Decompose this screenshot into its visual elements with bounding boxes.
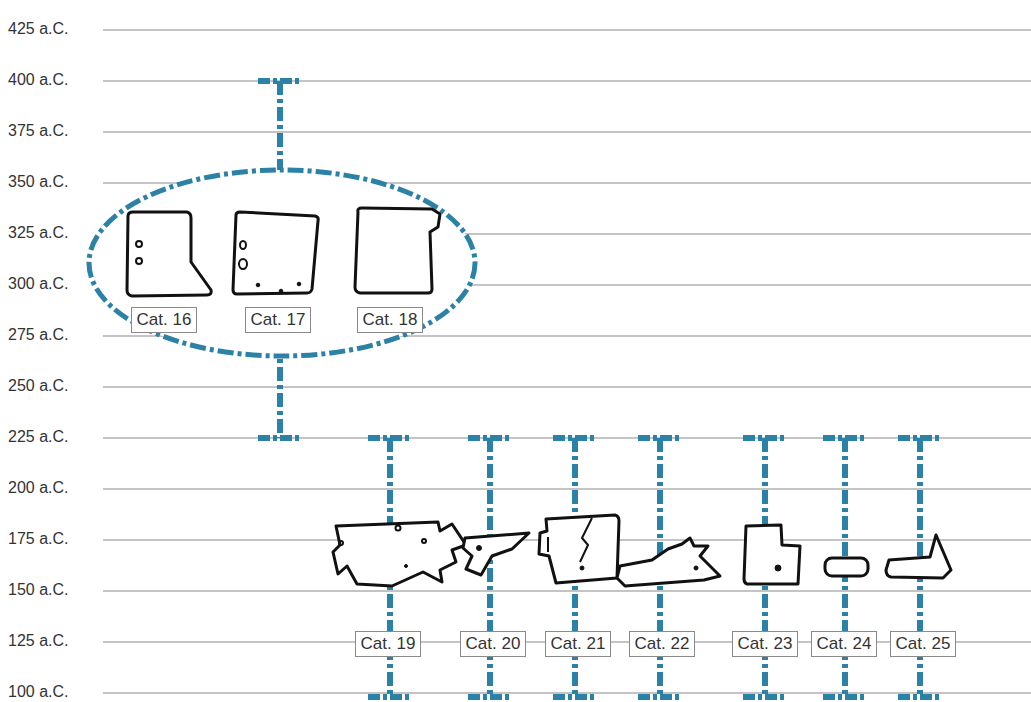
range-bar-cap bbox=[823, 435, 867, 441]
range-bar bbox=[823, 438, 867, 697]
catalog-number: Cat. 21 bbox=[551, 634, 606, 653]
axis-label: 300 a.C. bbox=[8, 276, 68, 292]
catalog-number: Cat. 23 bbox=[738, 634, 793, 653]
axis-label: 200 a.C. bbox=[8, 480, 68, 496]
catalog-number: Cat. 16 bbox=[137, 310, 192, 329]
range-bar-cap bbox=[638, 694, 682, 700]
axis-label: 150 a.C. bbox=[8, 582, 68, 598]
range-bar-stem bbox=[487, 438, 493, 697]
grid-lines bbox=[103, 30, 1031, 693]
catalog-label: Cat. 24 bbox=[811, 631, 878, 657]
catalog-number: Cat. 18 bbox=[363, 310, 418, 329]
range-bar-cap bbox=[468, 694, 512, 700]
catalog-number: Cat. 19 bbox=[361, 634, 416, 653]
grid-line bbox=[103, 80, 1031, 81]
range-bar-cap bbox=[898, 435, 942, 441]
axis-label: 225 a.C. bbox=[8, 429, 68, 445]
grid-line bbox=[103, 386, 1031, 387]
grid-line bbox=[103, 131, 1031, 132]
catalog-label: Cat. 22 bbox=[629, 631, 696, 657]
axis-label: 125 a.C. bbox=[8, 633, 68, 649]
range-bar-cap bbox=[743, 435, 787, 441]
catalog-number: Cat. 20 bbox=[466, 634, 521, 653]
grid-line bbox=[103, 590, 1031, 591]
catalog-label: Cat. 18 bbox=[357, 307, 424, 333]
axis-label: 250 a.C. bbox=[8, 378, 68, 394]
range-bars bbox=[368, 438, 942, 697]
catalog-number: Cat. 24 bbox=[817, 634, 872, 653]
catalog-label: Cat. 21 bbox=[545, 631, 612, 657]
catalog-label: Cat. 19 bbox=[355, 631, 422, 657]
grid-line bbox=[103, 692, 1031, 693]
catalog-label: Cat. 17 bbox=[245, 307, 312, 333]
grid-line bbox=[103, 29, 1031, 30]
axis-label: 350 a.C. bbox=[8, 174, 68, 190]
axis-label: 400 a.C. bbox=[8, 72, 68, 88]
range-bar-cap bbox=[368, 435, 412, 441]
range-bar-cap bbox=[368, 694, 412, 700]
catalog-label: Cat. 16 bbox=[131, 307, 198, 333]
range-bar-cap bbox=[898, 694, 942, 700]
fragment-outlines bbox=[127, 208, 951, 586]
catalog-label: Cat. 25 bbox=[890, 631, 957, 657]
axis-label: 325 a.C. bbox=[8, 225, 68, 241]
axis-label: 375 a.C. bbox=[8, 123, 68, 139]
grid-line bbox=[103, 437, 1031, 438]
range-bar-cap bbox=[743, 694, 787, 700]
range-bar-cap bbox=[638, 435, 682, 441]
catalog-number: Cat. 25 bbox=[896, 634, 951, 653]
grid-line bbox=[103, 488, 1031, 489]
catalog-label: Cat. 20 bbox=[460, 631, 527, 657]
axis-label: 100 a.C. bbox=[8, 684, 68, 700]
catalog-label: Cat. 23 bbox=[732, 631, 799, 657]
range-bar-cap bbox=[553, 694, 597, 700]
range-bar-cap bbox=[468, 435, 512, 441]
range-bar-cap bbox=[553, 435, 597, 441]
axis-label: 175 a.C. bbox=[8, 531, 68, 547]
axis-label: 275 a.C. bbox=[8, 327, 68, 343]
catalog-number: Cat. 22 bbox=[635, 634, 690, 653]
catalog-number: Cat. 17 bbox=[251, 310, 306, 329]
axis-label: 425 a.C. bbox=[8, 21, 68, 37]
range-bar-cap bbox=[823, 694, 867, 700]
group-ellipse bbox=[89, 170, 475, 356]
